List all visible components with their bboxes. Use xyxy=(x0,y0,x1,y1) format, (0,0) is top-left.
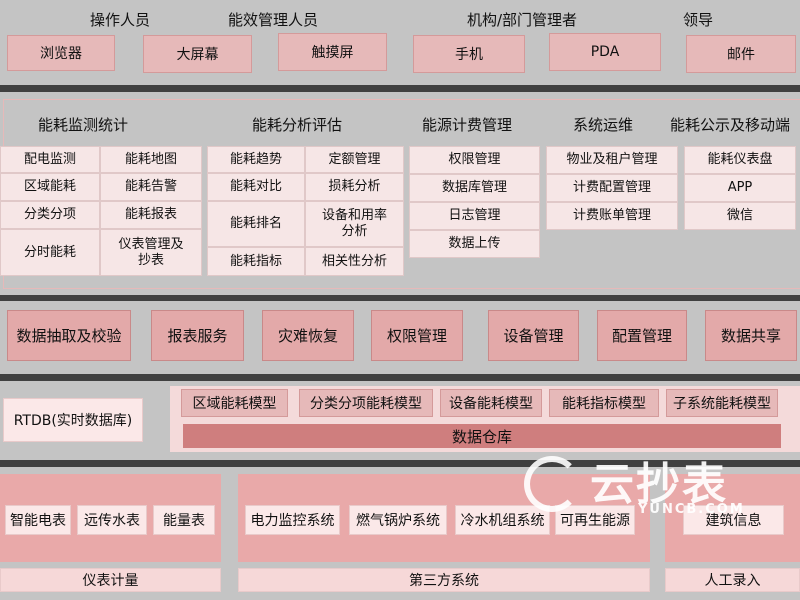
service-device-management: 设备管理 xyxy=(488,310,579,361)
device-big-screen: 大屏幕 xyxy=(143,35,252,73)
device-phone: 手机 xyxy=(413,35,525,73)
device-touch-screen: 触摸屏 xyxy=(278,33,387,71)
module-energy-dashboard: 能耗仪表盘 xyxy=(684,146,796,174)
module-meter-management: 仪表管理及抄表 xyxy=(100,229,202,276)
data-warehouse: 数据仓库 xyxy=(183,424,781,448)
service-report: 报表服务 xyxy=(151,310,244,361)
system-gas-boiler: 燃气锅炉系统 xyxy=(349,505,447,535)
header-operations: 系统运维 xyxy=(573,116,634,134)
third-party-label: 第三方系统 xyxy=(238,568,650,592)
system-power-monitoring: 电力监控系统 xyxy=(245,505,340,535)
module-energy-ranking: 能耗排名 xyxy=(207,201,305,247)
rtdb-box: RTDB(实时数据库) xyxy=(3,398,143,442)
manual-building-info: 建筑信息 xyxy=(683,505,784,535)
module-energy-comparison: 能耗对比 xyxy=(207,173,305,201)
separator xyxy=(0,85,800,92)
meters-label: 仪表计量 xyxy=(0,568,221,592)
role-operator: 操作人员 xyxy=(90,11,151,29)
separator xyxy=(0,460,800,467)
role-energy-manager: 能效管理人员 xyxy=(228,11,319,29)
service-data-sharing: 数据共享 xyxy=(705,310,797,361)
module-time-of-use-energy: 分时能耗 xyxy=(0,229,100,276)
module-wechat: 微信 xyxy=(684,202,796,230)
module-app: APP xyxy=(684,174,796,202)
module-property-tenant-management: 物业及租户管理 xyxy=(546,146,678,174)
service-config-management: 配置管理 xyxy=(597,310,687,361)
role-leader: 领导 xyxy=(683,11,714,29)
device-pda: PDA xyxy=(549,33,661,71)
model-subsystem-energy: 子系统能耗模型 xyxy=(666,389,778,417)
meter-remote-water: 远传水表 xyxy=(77,505,147,535)
service-permission: 权限管理 xyxy=(371,310,463,361)
service-data-extraction: 数据抽取及校验 xyxy=(7,310,131,361)
module-classified-itemized: 分类分项 xyxy=(0,201,100,229)
system-renewable-energy: 可再生能源 xyxy=(555,505,635,535)
model-area-energy: 区域能耗模型 xyxy=(181,389,288,417)
separator xyxy=(0,374,800,381)
meter-smart-electric: 智能电表 xyxy=(5,505,71,535)
module-billing-config-management: 计费配置管理 xyxy=(546,174,678,202)
module-correlation-analysis: 相关性分析 xyxy=(305,247,404,276)
module-energy-trend: 能耗趋势 xyxy=(207,146,305,173)
module-quota-management: 定额管理 xyxy=(305,146,404,173)
device-browser: 浏览器 xyxy=(7,35,115,71)
role-dept-manager: 机构/部门管理者 xyxy=(467,11,578,29)
module-area-energy: 区域能耗 xyxy=(0,173,100,201)
module-equipment-utilization: 设备和用率分析 xyxy=(305,201,404,247)
model-energy-indicator: 能耗指标模型 xyxy=(549,389,659,417)
header-analysis: 能耗分析评估 xyxy=(252,116,343,134)
user-layer xyxy=(0,0,800,85)
module-billing-bill-management: 计费账单管理 xyxy=(546,202,678,230)
module-energy-map: 能耗地图 xyxy=(100,146,202,173)
separator xyxy=(0,295,800,301)
system-chiller: 冷水机组系统 xyxy=(455,505,550,535)
manual-label: 人工录入 xyxy=(665,568,800,592)
service-disaster-recovery: 灾难恢复 xyxy=(262,310,354,361)
header-publish-mobile: 能耗公示及移动端 xyxy=(670,116,791,134)
header-monitoring: 能耗监测统计 xyxy=(38,116,129,134)
module-data-upload: 数据上传 xyxy=(409,230,540,258)
model-classified-energy: 分类分项能耗模型 xyxy=(299,389,433,417)
module-energy-indicator: 能耗指标 xyxy=(207,247,305,276)
module-log-management: 日志管理 xyxy=(409,202,540,230)
model-equipment-energy: 设备能耗模型 xyxy=(440,389,542,417)
module-power-monitoring: 配电监测 xyxy=(0,146,100,173)
module-database-management: 数据库管理 xyxy=(409,174,540,202)
module-loss-analysis: 损耗分析 xyxy=(305,173,404,201)
module-permission-management: 权限管理 xyxy=(409,146,540,174)
device-email: 邮件 xyxy=(686,35,796,73)
meter-energy: 能量表 xyxy=(153,505,215,535)
module-energy-alarm: 能耗告警 xyxy=(100,173,202,201)
header-billing: 能源计费管理 xyxy=(422,116,513,134)
module-energy-report: 能耗报表 xyxy=(100,201,202,229)
